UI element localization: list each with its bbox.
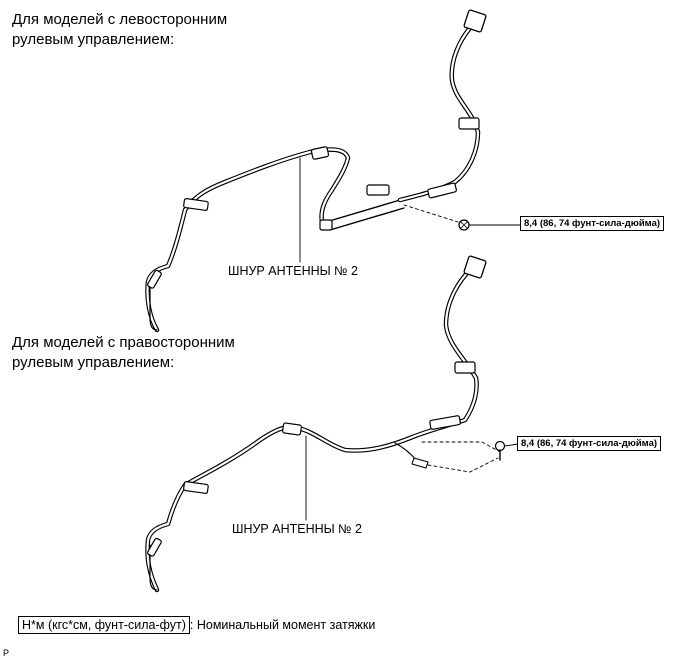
lhd-caption-line1: Для моделей с левосторонним: [12, 11, 228, 28]
torque-unit-box: Н*м (кгс*см, фунт-сила-фут): [18, 616, 190, 634]
torque-legend: Н*м (кгс*см, фунт-сила-фут): Номинальный…: [18, 616, 376, 634]
lhd-torque-spec: 8,4 (86, 74 фунт-сила-дюйма): [520, 216, 665, 231]
lhd-cord-label: ШНУР АНТЕННЫ № 2: [228, 264, 358, 278]
figure-code: P: [3, 648, 10, 658]
lhd-antenna-cord: [145, 9, 521, 333]
rhd-caption-line2: рулевым управлением:: [12, 354, 175, 371]
torque-legend-description: : Номинальный момент затяжки: [189, 618, 376, 632]
lhd-caption-line2: рулевым управлением:: [12, 31, 175, 48]
rhd-antenna-cord: [145, 255, 519, 593]
rhd-caption-line1: Для моделей с правосторонним: [12, 334, 235, 351]
rhd-cord-label: ШНУР АНТЕННЫ № 2: [232, 522, 362, 536]
rhd-torque-spec: 8,4 (86, 74 фунт-сила-дюйма): [517, 436, 662, 451]
